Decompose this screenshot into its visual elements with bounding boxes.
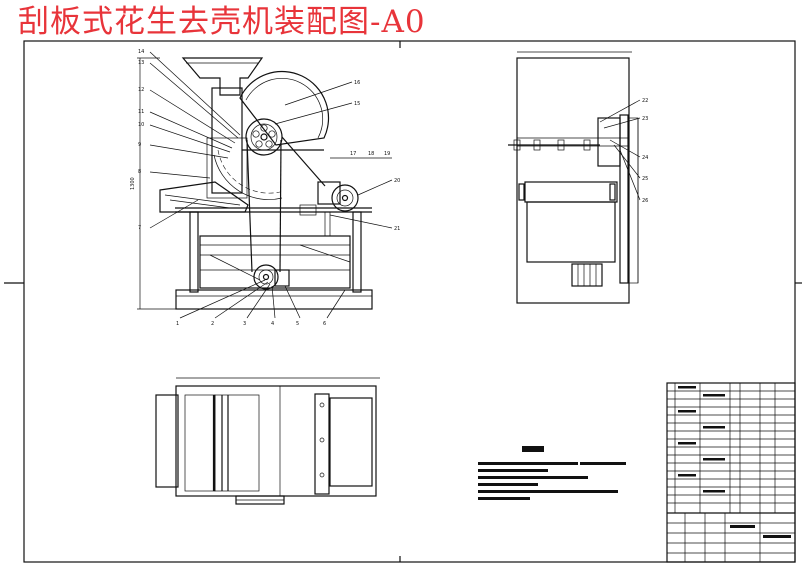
part-callouts: 14 13 12 11 10 9 8 7 16 15 17 18 19 20 2… (138, 49, 400, 327)
part-label-12: 12 (138, 87, 144, 93)
part-label-26: 26 (642, 198, 648, 204)
part-label-6: 6 (323, 321, 326, 327)
part-label-9: 9 (138, 142, 141, 148)
part-label-19: 19 (384, 151, 390, 157)
part-label-13: 13 (138, 60, 144, 66)
part-label-16: 16 (354, 80, 360, 86)
side-view: 22 23 24 25 26 (508, 51, 648, 304)
part-label-20: 20 (394, 178, 400, 184)
page-title: 刮板式花生去壳机装配图-A0 (18, 4, 426, 40)
part-label-2: 2 (211, 321, 214, 327)
part-label-3: 3 (243, 321, 246, 327)
part-label-18: 18 (368, 151, 374, 157)
front-view: 1300 (130, 57, 373, 310)
part-label-24: 24 (642, 155, 648, 161)
top-view (155, 377, 380, 505)
drawing-frame (4, 40, 802, 563)
part-label-15: 15 (354, 101, 360, 107)
part-label-21: 21 (394, 226, 400, 232)
part-label-23: 23 (642, 116, 648, 122)
part-label-4: 4 (271, 321, 274, 327)
technical-notes (478, 446, 626, 500)
part-label-14: 14 (138, 49, 144, 55)
part-label-11: 11 (138, 109, 144, 115)
svg-text:1300: 1300 (130, 177, 136, 190)
part-label-7: 7 (138, 225, 141, 231)
part-label-8: 8 (138, 169, 141, 175)
part-label-25: 25 (642, 176, 648, 182)
part-label-1: 1 (176, 321, 179, 327)
part-label-10: 10 (138, 122, 144, 128)
part-label-5: 5 (296, 321, 299, 327)
part-label-17: 17 (350, 151, 356, 157)
title-block (666, 382, 796, 563)
part-label-22: 22 (642, 98, 648, 104)
